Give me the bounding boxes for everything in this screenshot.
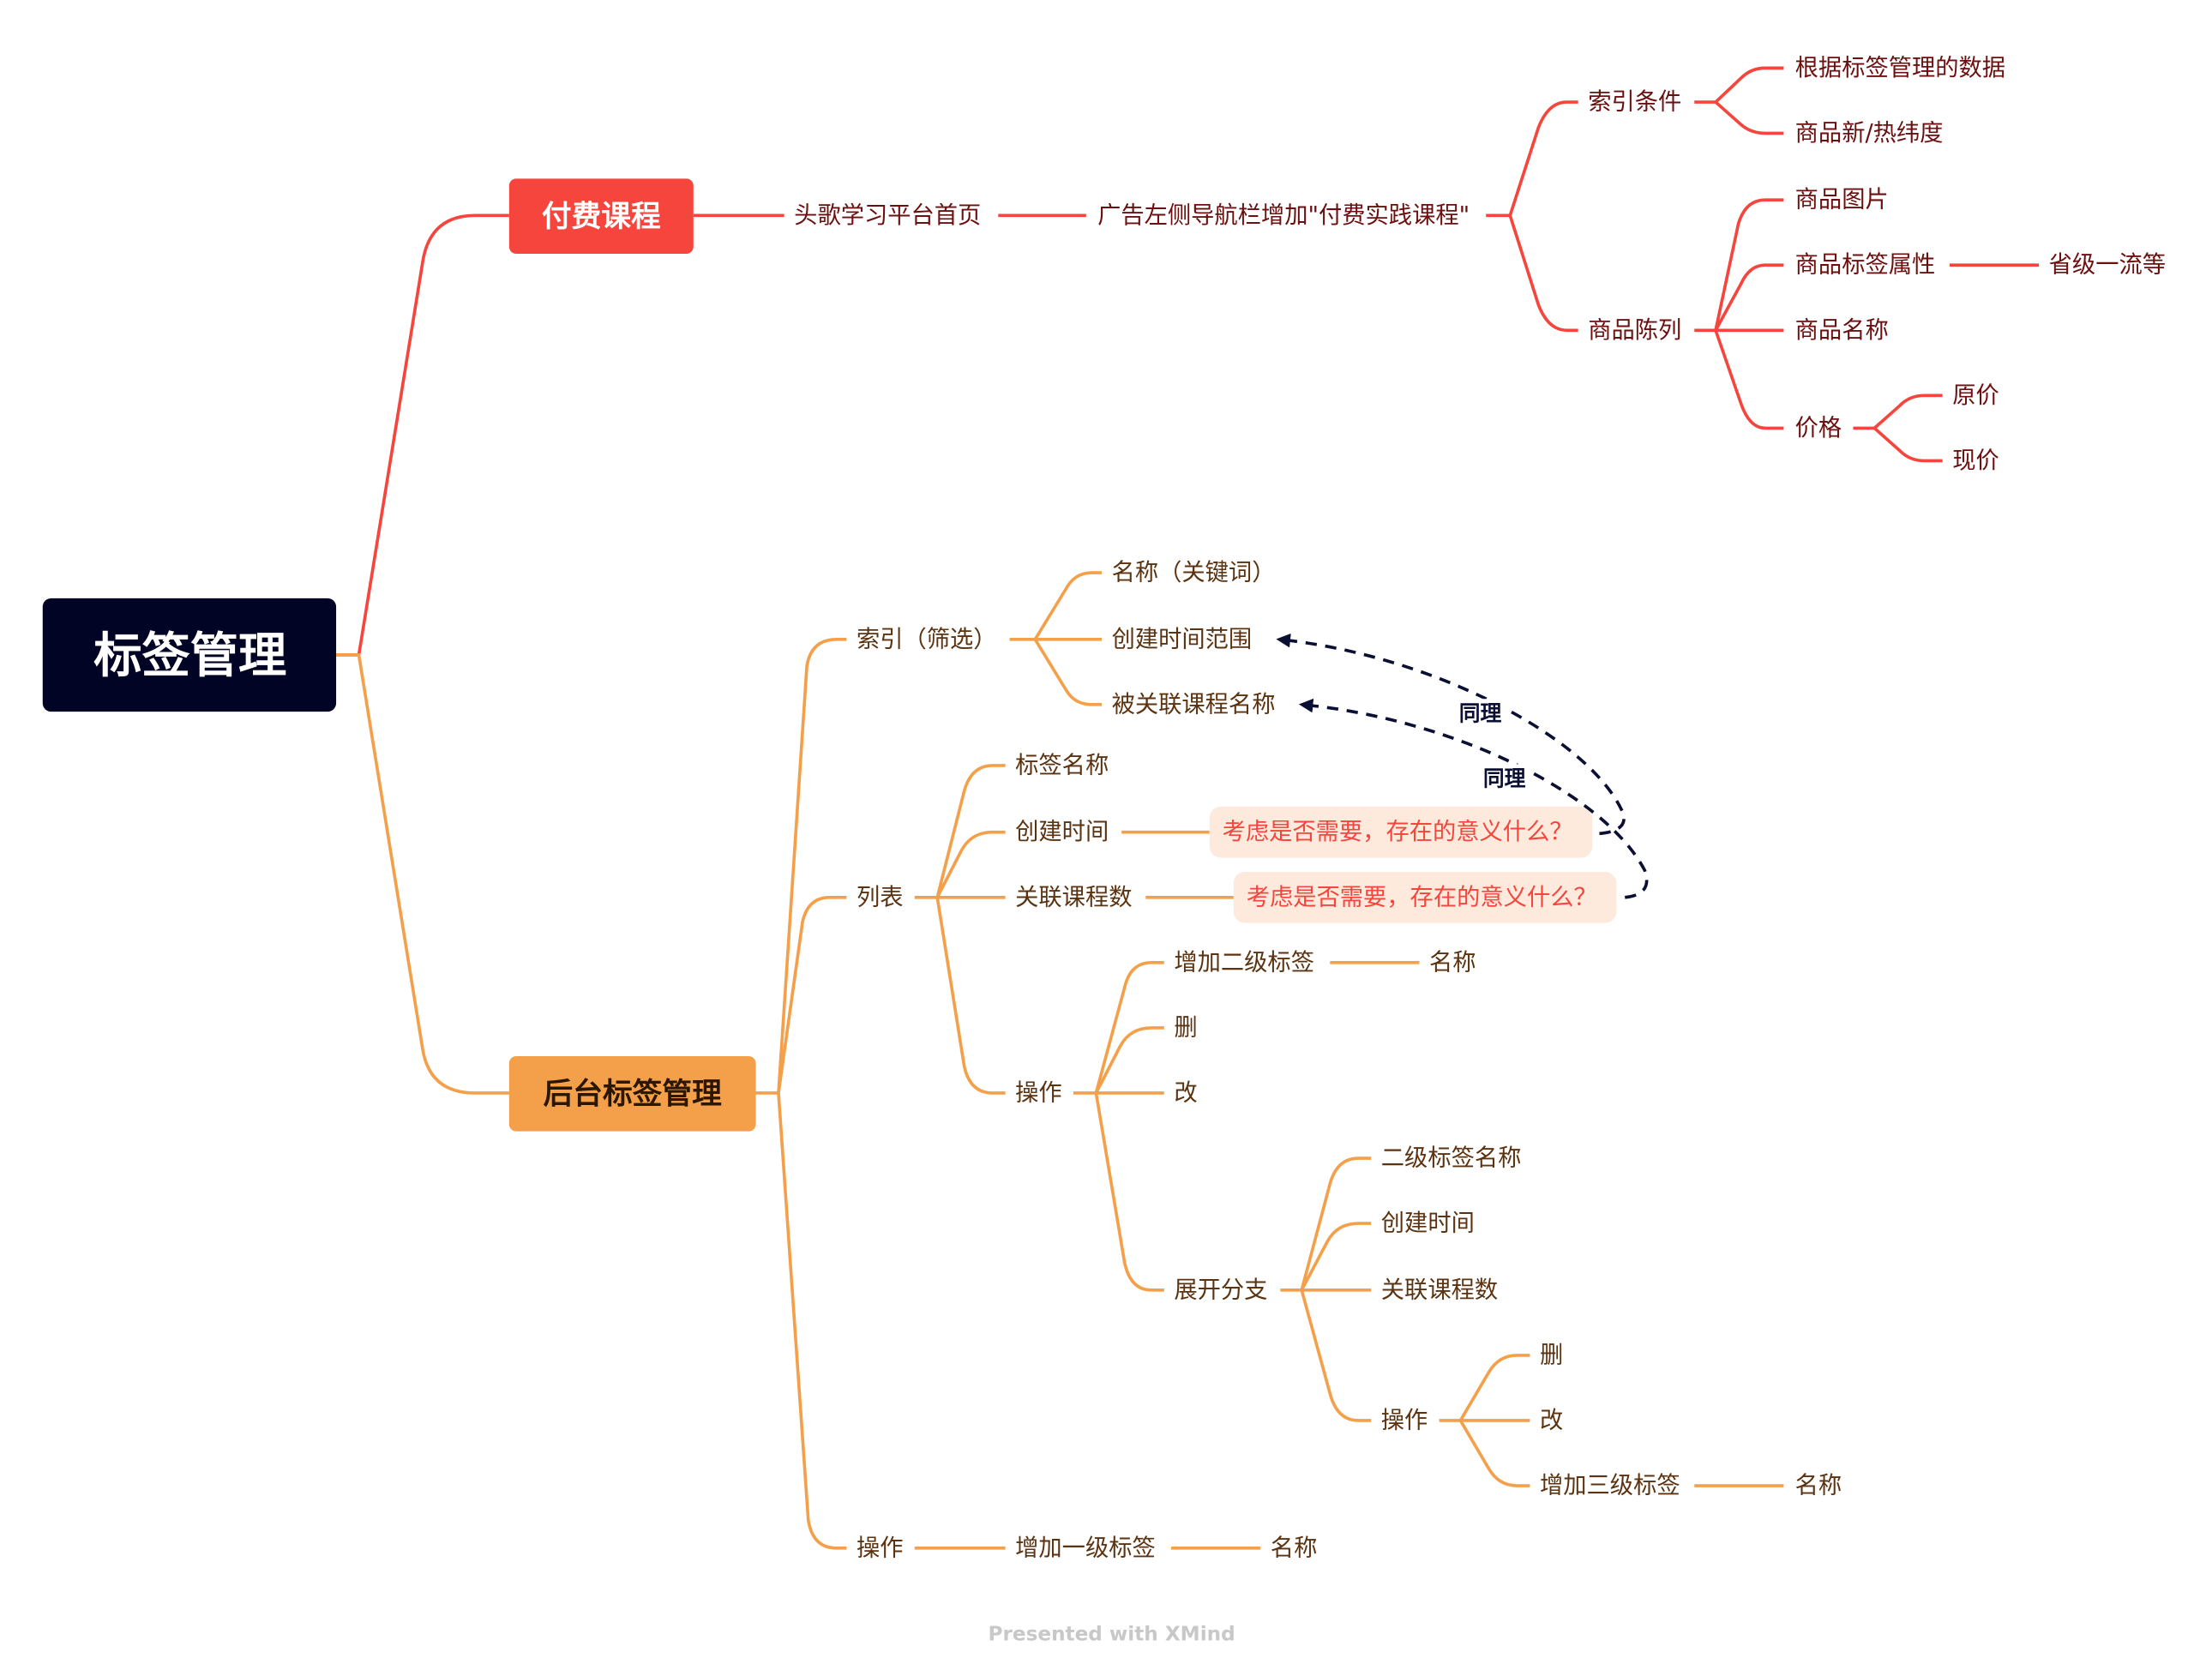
node-price[interactable]: 价格 xyxy=(1795,415,1842,442)
footer-watermark: Presented with XMind xyxy=(989,1624,1235,1646)
node-list-tag-name[interactable]: 标签名称 xyxy=(1015,752,1109,778)
connector xyxy=(1694,198,1784,430)
backend-label: 后台标签管理 xyxy=(544,1078,723,1112)
node-list-created[interactable]: 创建时间 xyxy=(1015,819,1109,845)
connector xyxy=(1280,1156,1372,1422)
node-add-l2[interactable]: 增加二级标签 xyxy=(1174,949,1314,976)
node-index-course[interactable]: 被关联课程名称 xyxy=(1112,691,1276,718)
node-edit[interactable]: 改 xyxy=(1174,1079,1197,1106)
node-add-l2-name[interactable]: 名称 xyxy=(1429,949,1476,976)
root-label: 标签管理 xyxy=(93,628,286,684)
node-add-l1[interactable]: 增加一级标签 xyxy=(1015,1535,1156,1561)
node-image[interactable]: 商品图片 xyxy=(1795,187,1889,213)
node-expand[interactable]: 展开分支 xyxy=(1174,1277,1267,1303)
paid-course-node[interactable]: 付费课程 xyxy=(508,178,694,255)
connector xyxy=(1073,961,1164,1292)
note-course-count[interactable]: 考虑是否需要，存在的意义什么？ xyxy=(1233,871,1617,923)
node-l2-delete[interactable]: 删 xyxy=(1540,1342,1563,1368)
connector xyxy=(1121,830,1234,899)
connector xyxy=(1439,1354,1530,1487)
node-index-created[interactable]: 创建时间范围 xyxy=(1112,626,1253,652)
relationship-label[interactable]: 同理 xyxy=(1459,700,1502,725)
node-delete[interactable]: 删 xyxy=(1174,1014,1197,1041)
node-add-l3-name[interactable]: 名称 xyxy=(1795,1473,1842,1499)
note-created[interactable]: 考虑是否需要，存在的意义什么？ xyxy=(1209,806,1593,858)
connector xyxy=(1694,66,1784,135)
note-text: 考虑是否需要，存在的意义什么？ xyxy=(1247,884,1597,910)
connector xyxy=(914,764,1006,1095)
backend-node[interactable]: 后台标签管理 xyxy=(508,1055,756,1132)
node-display[interactable]: 商品陈列 xyxy=(1588,317,1681,344)
paid-course-label: 付费课程 xyxy=(542,200,661,234)
node-l2-ops[interactable]: 操作 xyxy=(1381,1407,1428,1433)
node-list-ops[interactable]: 操作 xyxy=(1015,1079,1062,1106)
connector xyxy=(1853,393,1943,463)
node-l2-course-count[interactable]: 关联课程数 xyxy=(1381,1277,1498,1303)
node-index[interactable]: 索引（筛选） xyxy=(857,626,997,652)
connector xyxy=(1009,571,1103,706)
node-list-course-count[interactable]: 关联课程数 xyxy=(1015,884,1132,910)
node-index-cond-1[interactable]: 根据标签管理的数据 xyxy=(1795,55,2005,81)
relationship-line[interactable] xyxy=(1298,698,1649,899)
node-l2-created[interactable]: 创建时间 xyxy=(1381,1210,1475,1237)
node-tag-attr-child[interactable]: 省级一流等 xyxy=(2049,252,2166,279)
node-l2-name[interactable]: 二级标签名称 xyxy=(1381,1145,1522,1172)
node-nav[interactable]: 广告左侧导航栏增加"付费实践课程" xyxy=(1097,202,1470,229)
connector xyxy=(1486,100,1578,333)
relationship-label[interactable]: 同理 xyxy=(1483,766,1526,790)
note-text: 考虑是否需要，存在的意义什么？ xyxy=(1223,819,1573,845)
node-name[interactable]: 商品名称 xyxy=(1795,317,1889,344)
node-index-cond-2[interactable]: 商品新/热纬度 xyxy=(1795,120,1944,147)
node-add-l3[interactable]: 增加三级标签 xyxy=(1540,1473,1680,1499)
node-list[interactable]: 列表 xyxy=(857,884,904,910)
relationship-line[interactable] xyxy=(1276,633,1626,836)
connector xyxy=(755,637,847,1550)
node-price-original[interactable]: 原价 xyxy=(1952,382,1999,409)
node-index-name[interactable]: 名称（关键词） xyxy=(1112,560,1276,586)
connector xyxy=(336,653,509,1095)
node-homepage[interactable]: 头歌学习平台首页 xyxy=(794,202,981,229)
root-node[interactable]: 标签管理 xyxy=(42,598,337,712)
node-l2-edit[interactable]: 改 xyxy=(1540,1407,1563,1433)
node-ops[interactable]: 操作 xyxy=(857,1535,904,1561)
node-price-current[interactable]: 现价 xyxy=(1952,448,1999,474)
connector xyxy=(336,213,509,657)
node-add-l1-name[interactable]: 名称 xyxy=(1271,1535,1318,1561)
node-tag-attr[interactable]: 商品标签属性 xyxy=(1795,252,1936,279)
node-index-cond[interactable]: 索引条件 xyxy=(1588,89,1681,116)
